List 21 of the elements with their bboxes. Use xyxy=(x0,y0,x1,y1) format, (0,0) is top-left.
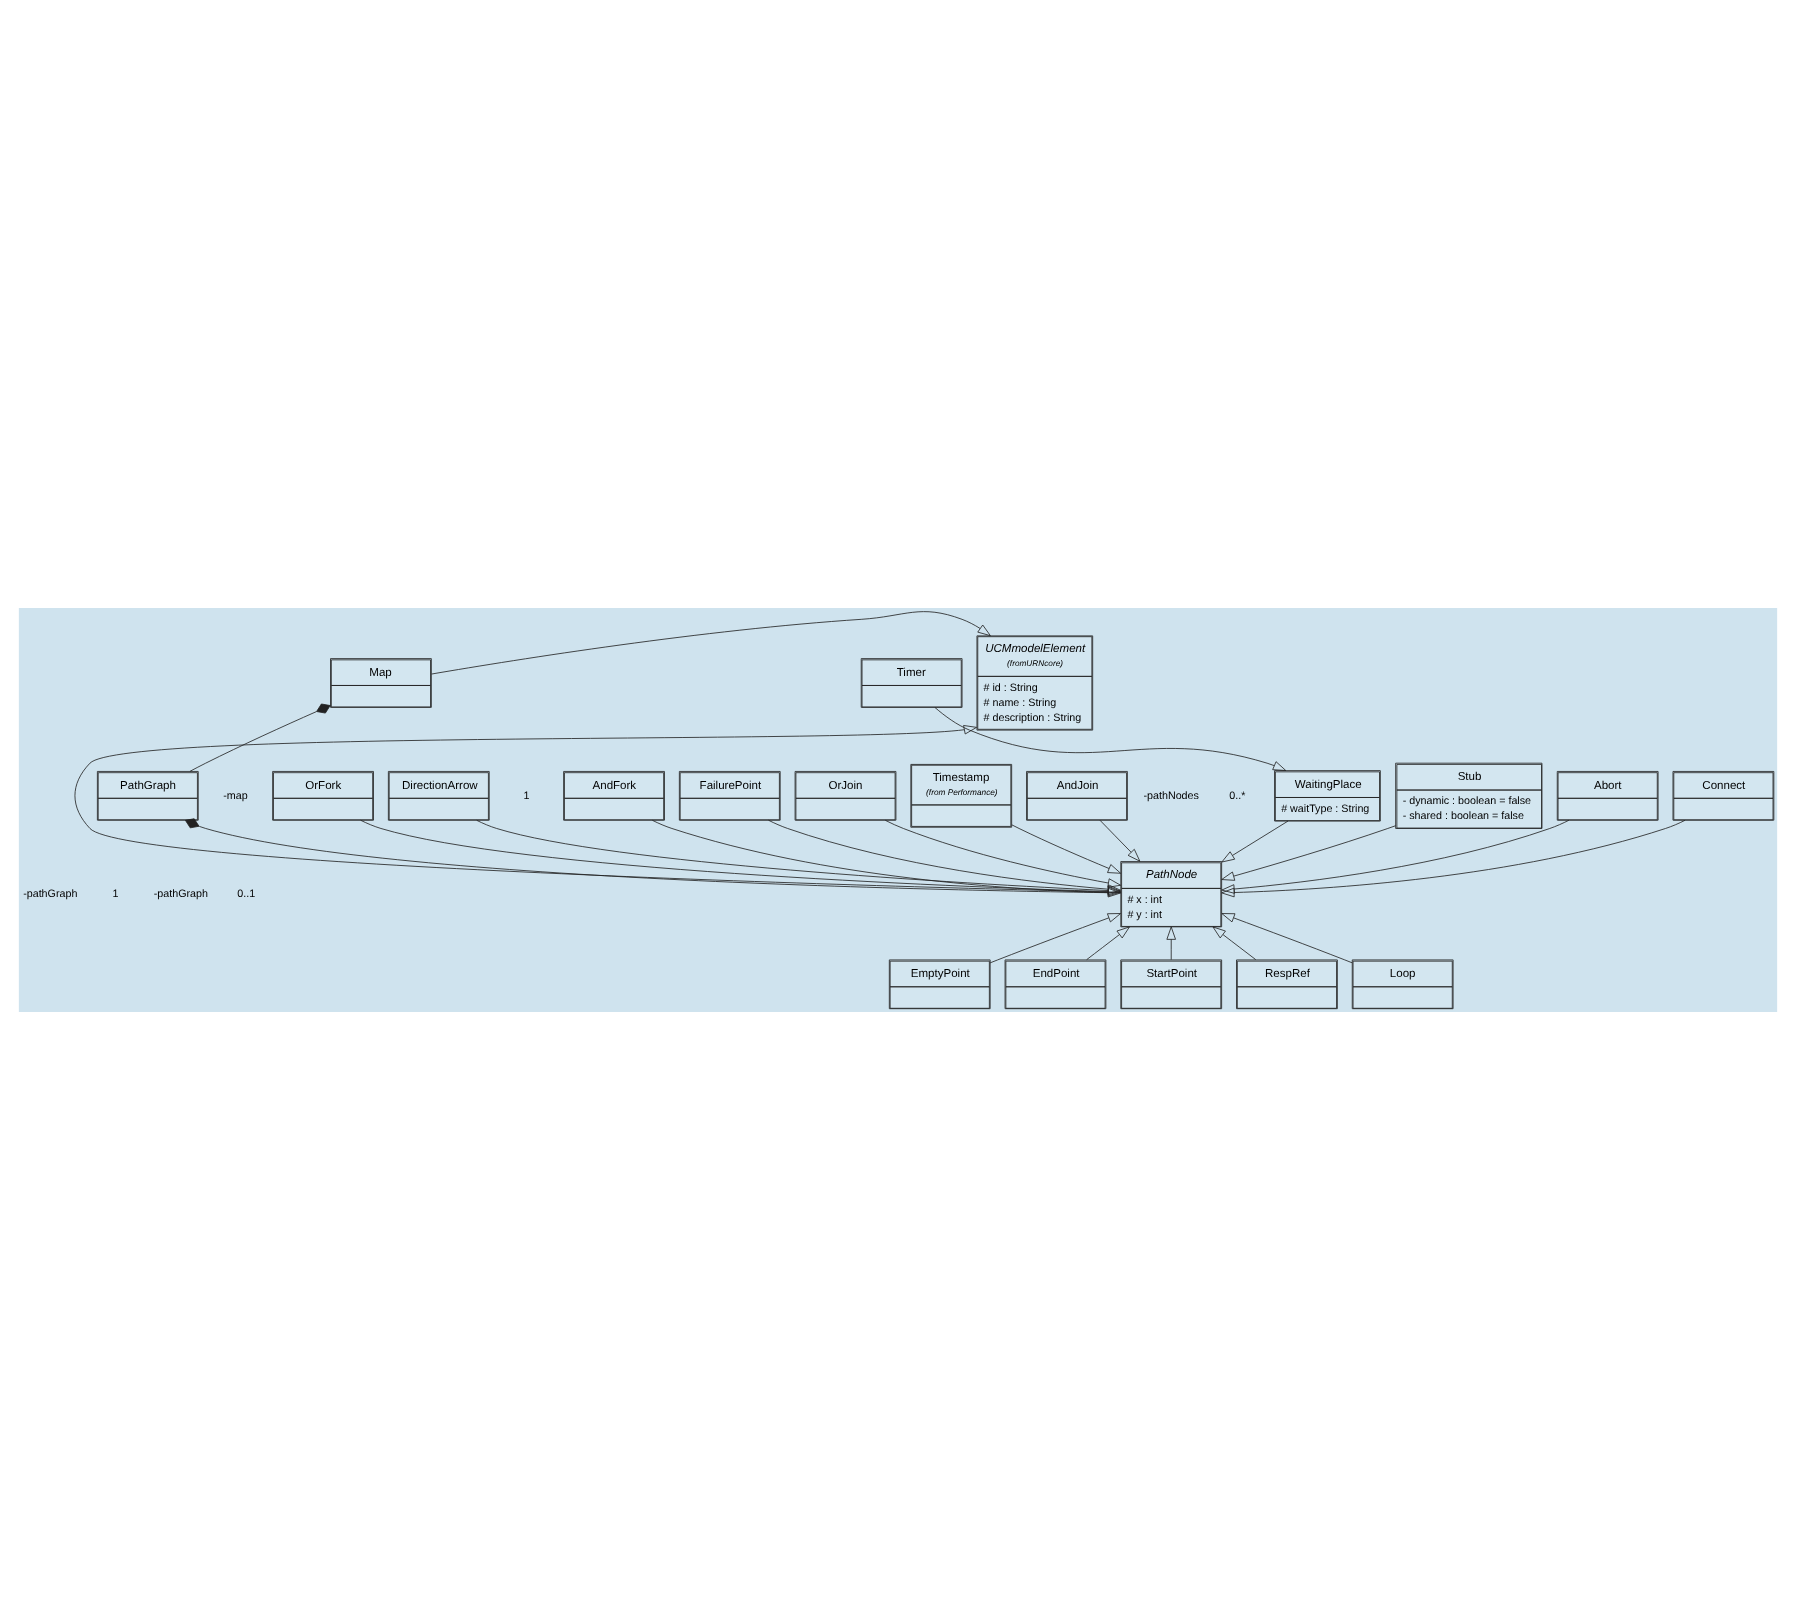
arrow xyxy=(1221,913,1353,964)
arrow xyxy=(1221,825,1396,881)
arrow xyxy=(1212,926,1257,961)
arrow xyxy=(1221,820,1289,863)
arrow xyxy=(476,819,1121,896)
arrow xyxy=(934,707,1287,771)
arrow xyxy=(1166,926,1176,961)
arrow xyxy=(768,819,1121,894)
arrow xyxy=(1221,819,1686,898)
arrow xyxy=(1086,926,1130,961)
arrow xyxy=(884,819,1122,888)
arrow xyxy=(1099,819,1141,862)
connector xyxy=(184,818,1122,894)
arrow xyxy=(1011,824,1122,874)
arrow xyxy=(74,725,1121,893)
arrow xyxy=(360,819,1122,897)
arrow xyxy=(651,819,1121,898)
arrow xyxy=(1221,819,1570,894)
connector xyxy=(189,703,331,772)
arrow xyxy=(989,913,1121,964)
arrow xyxy=(431,611,991,675)
